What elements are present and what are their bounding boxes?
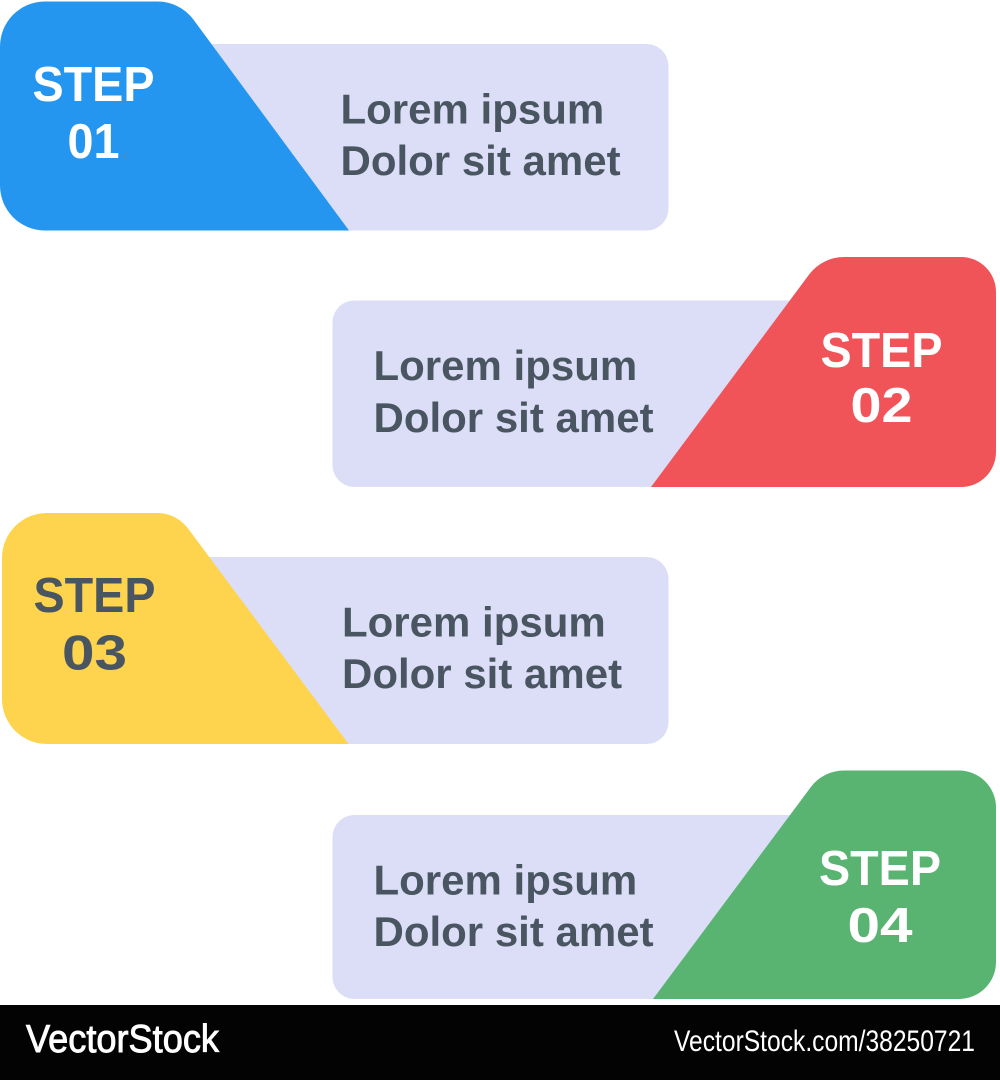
svg-text:Lorem ipsum: Lorem ipsum — [374, 857, 638, 904]
svg-text:01: 01 — [68, 114, 120, 169]
svg-text:Dolor sit amet: Dolor sit amet — [341, 137, 621, 184]
svg-text:04: 04 — [848, 898, 914, 953]
svg-text:VectorStock: VectorStock — [26, 1018, 219, 1061]
svg-text:Dolor sit amet: Dolor sit amet — [374, 908, 654, 955]
svg-text:Lorem ipsum: Lorem ipsum — [374, 342, 638, 389]
svg-text:STEP: STEP — [33, 57, 155, 112]
svg-text:Dolor sit amet: Dolor sit amet — [342, 650, 622, 697]
svg-text:03: 03 — [62, 626, 127, 681]
svg-text:02: 02 — [851, 378, 913, 433]
svg-text:STEP: STEP — [821, 323, 943, 378]
svg-text:Lorem ipsum: Lorem ipsum — [342, 599, 606, 646]
svg-text:Lorem ipsum: Lorem ipsum — [341, 86, 605, 133]
svg-text:Dolor sit amet: Dolor sit amet — [374, 394, 654, 441]
svg-text:VectorStock.com/38250721: VectorStock.com/38250721 — [674, 1025, 975, 1058]
svg-text:STEP: STEP — [34, 568, 156, 623]
svg-text:STEP: STEP — [819, 841, 941, 896]
